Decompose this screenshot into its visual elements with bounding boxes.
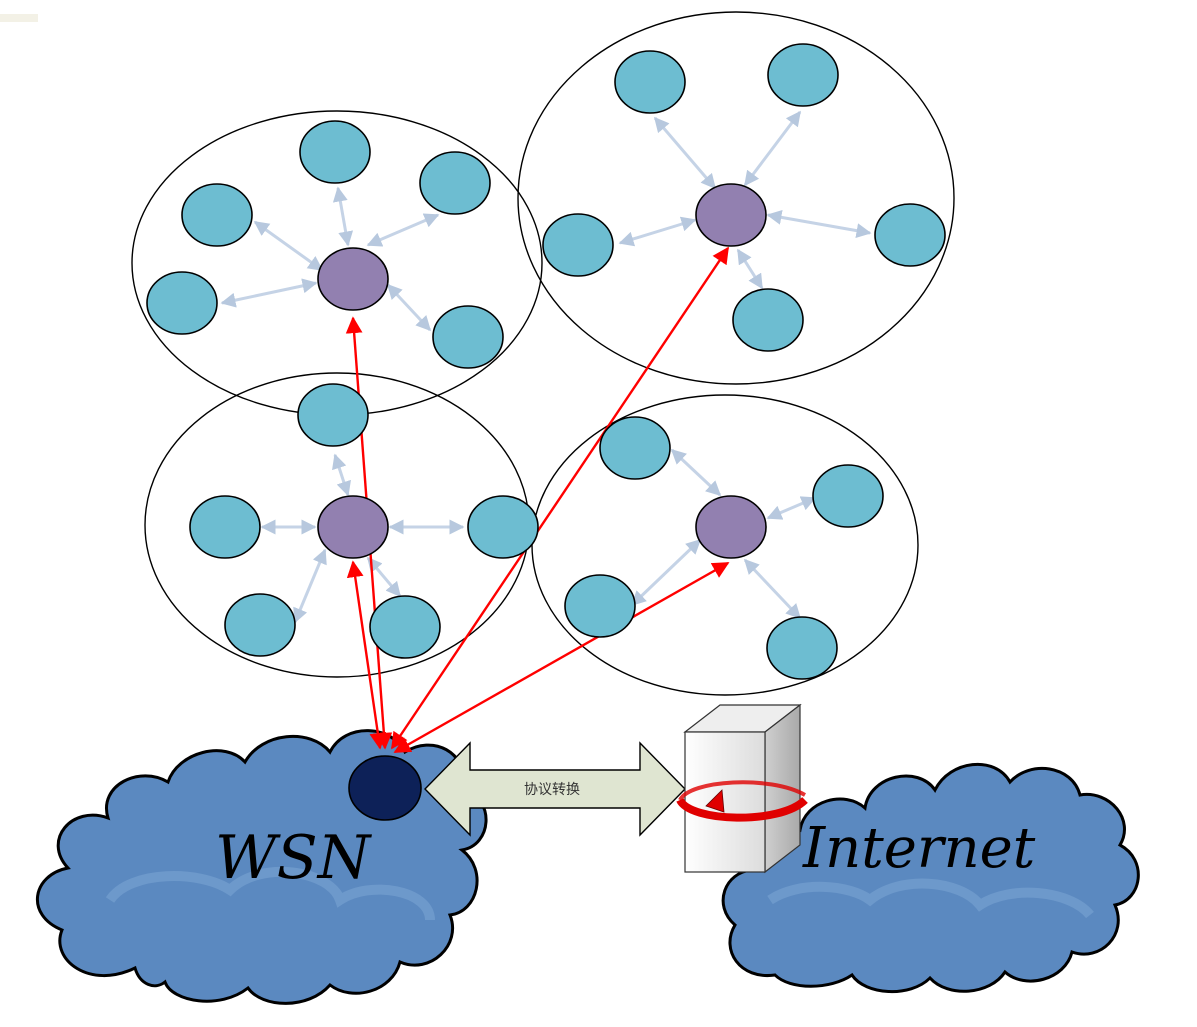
sensor-node: [467, 495, 539, 559]
protocol-arrow: 协议转换: [424, 741, 686, 837]
internet-label: Internet: [802, 816, 1036, 881]
sensor-node: [432, 305, 504, 369]
intra-link: [766, 209, 872, 239]
cluster-head-node: [695, 183, 767, 247]
sensor-node: [181, 183, 253, 247]
intra-link: [293, 548, 327, 624]
sensor-node: [189, 495, 261, 559]
intra-link: [670, 448, 722, 497]
gateway-server-icon: [676, 703, 808, 874]
intra-link: [618, 216, 697, 247]
intra-link: [743, 110, 802, 187]
intra-link: [366, 213, 440, 247]
intra-link: [653, 116, 717, 190]
cluster-boundary: [517, 11, 955, 385]
sensor-node: [224, 593, 296, 657]
red-link: [346, 560, 387, 750]
intra-link: [220, 278, 318, 308]
intra-link: [386, 283, 432, 332]
intra-link: [743, 558, 802, 620]
sensor-node: [767, 43, 839, 107]
corner-mark: [0, 14, 38, 22]
red-link: [393, 561, 730, 754]
sensor-node: [732, 288, 804, 352]
intra-link: [630, 538, 702, 607]
intra-link: [332, 453, 351, 497]
intra-link: [253, 220, 324, 272]
sink-node-icon: [348, 755, 422, 821]
intra-link: [736, 248, 764, 290]
sensor-node: [874, 203, 946, 267]
sensor-node: [564, 574, 636, 638]
sensor-node: [542, 213, 614, 277]
intra-link: [332, 186, 354, 247]
sensor-node: [419, 151, 491, 215]
protocol-label: 协议转换: [524, 781, 580, 798]
sensor-node: [146, 271, 218, 335]
sensor-node: [297, 383, 369, 447]
sensor-node: [369, 595, 441, 659]
sensor-node: [299, 120, 371, 184]
sensor-node: [599, 416, 671, 480]
sensor-node: [766, 616, 838, 680]
wsn-label: WSN: [215, 823, 373, 893]
intra-link: [766, 496, 817, 520]
cluster-head-node: [317, 495, 389, 559]
sensor-node: [812, 464, 884, 528]
sensor-node: [614, 50, 686, 114]
cluster-head-node: [695, 495, 767, 559]
cluster-head-node: [317, 247, 389, 311]
